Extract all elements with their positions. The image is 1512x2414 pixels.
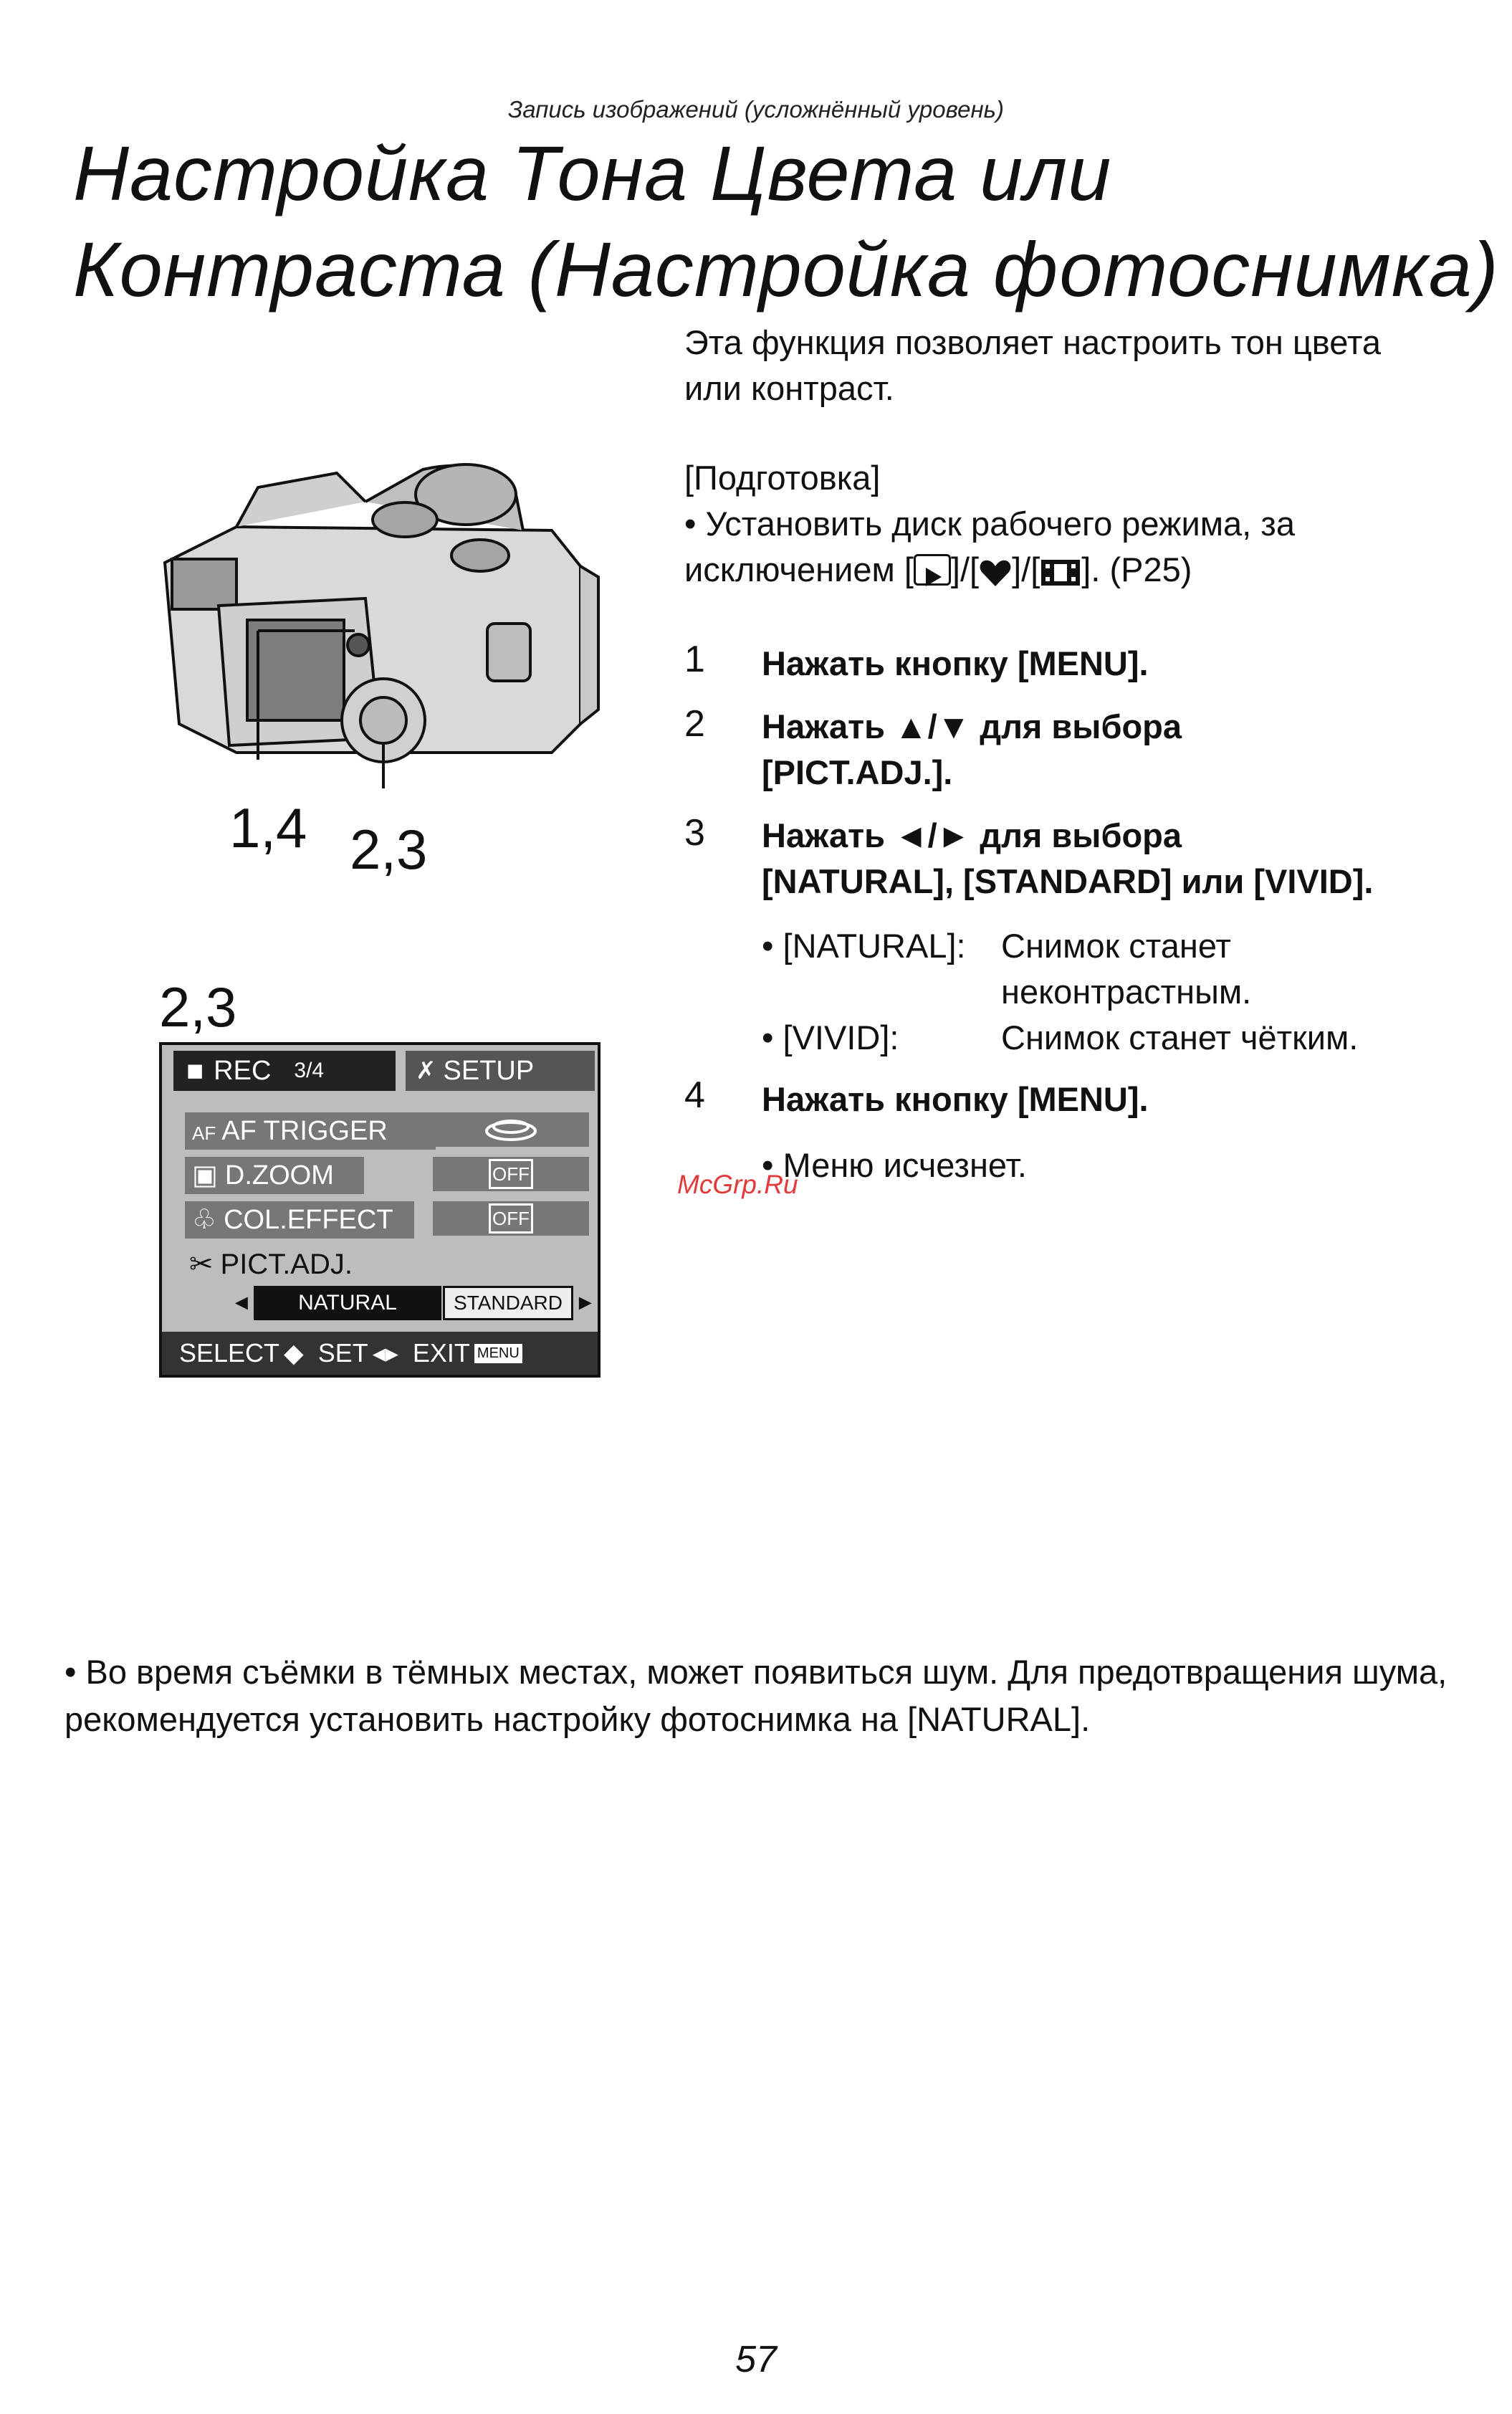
- camera-illustration: [163, 463, 600, 788]
- note-vivid-key: • [VIVID]:: [762, 1018, 899, 1056]
- step-3-text-line1: Нажать ◄/► для выбора: [762, 816, 1182, 854]
- preparation-label: [Подготовка]: [684, 459, 881, 497]
- d-zoom-value: OFF: [489, 1159, 533, 1189]
- step-4-text: Нажать кнопку [MENU].: [762, 1080, 1149, 1118]
- left-arrow-icon: ◄: [231, 1291, 252, 1315]
- step-1-text: Нажать кнопку [MENU].: [762, 644, 1149, 682]
- page-title-line1: Настройка Тона Цвета или: [73, 130, 1112, 216]
- menu-row-d-zoom: ▣D.ZOOM OFF: [176, 1157, 592, 1194]
- shutter-button-icon: [433, 1112, 589, 1147]
- setup-icon: ✗: [416, 1057, 436, 1084]
- note-natural-desc1: Снимок станет: [1001, 927, 1231, 965]
- note-natural-key: • [NATURAL]:: [762, 927, 966, 965]
- option-natural-selected: NATURAL: [254, 1286, 441, 1320]
- up-down-icon: ◆: [284, 1338, 304, 1368]
- step-3-text-line2: [NATURAL], [STANDARD] или [VIVID].: [762, 862, 1374, 900]
- step-1-number: 1: [684, 639, 705, 680]
- menu-row-pict-adj: ✂PICT.ADJ.: [189, 1249, 353, 1280]
- note-vivid-desc: Снимок станет чётким.: [1001, 1018, 1359, 1056]
- step-3-number: 3: [684, 812, 705, 854]
- section-header: Запись изображений (усложнённый уровень): [508, 96, 1004, 123]
- left-right-icon: ◂▸: [372, 1338, 398, 1368]
- step-4-note: • Меню исчезнет.: [762, 1146, 1027, 1184]
- menu-footer: SELECT◆ SET◂▸ EXIT MENU: [162, 1332, 598, 1375]
- tab-setup: ✗ SETUP: [406, 1051, 595, 1091]
- preparation-bullet: • Установить диск рабочего режима, за ис…: [684, 505, 1295, 588]
- playback-icon: [913, 553, 951, 586]
- zoom-icon: ▣: [192, 1160, 218, 1191]
- heart-icon: [979, 550, 1012, 588]
- motion-picture-icon: [1040, 550, 1081, 588]
- color-effect-icon: ♧: [192, 1205, 217, 1235]
- menu-row-col-effect: ♧COL.EFFECT OFF: [176, 1201, 592, 1239]
- pict-adj-icon: ✂: [189, 1249, 214, 1280]
- col-effect-value: OFF: [489, 1203, 533, 1234]
- note-natural-desc2: неконтрастным.: [1001, 973, 1252, 1011]
- tab-rec: ■ REC 3/4: [173, 1051, 396, 1091]
- callout-1-4: 1,4: [229, 796, 307, 859]
- intro-text: Эта функция позволяет настроить тон цвет…: [684, 323, 1381, 407]
- screen-step-label: 2,3: [159, 975, 237, 1039]
- step-2-text-line2: [PICT.ADJ.].: [762, 753, 953, 791]
- option-standard: STANDARD: [443, 1286, 573, 1320]
- watermark: McGrp.Ru: [677, 1170, 798, 1199]
- step-2-number: 2: [684, 703, 705, 745]
- camera-icon: ■: [186, 1054, 204, 1087]
- right-arrow-icon: ►: [575, 1291, 596, 1315]
- footer-note: • Во время съёмки в тёмных местах, может…: [64, 1653, 1448, 1738]
- callout-2-3: 2,3: [350, 818, 428, 881]
- page-number: 57: [735, 2339, 777, 2380]
- step-2-text-line1: Нажать ▲/▼ для выбора: [762, 707, 1182, 745]
- page-title-line2: Контраста (Настройка фотоснимка): [73, 226, 1499, 313]
- step-4-number: 4: [684, 1074, 705, 1116]
